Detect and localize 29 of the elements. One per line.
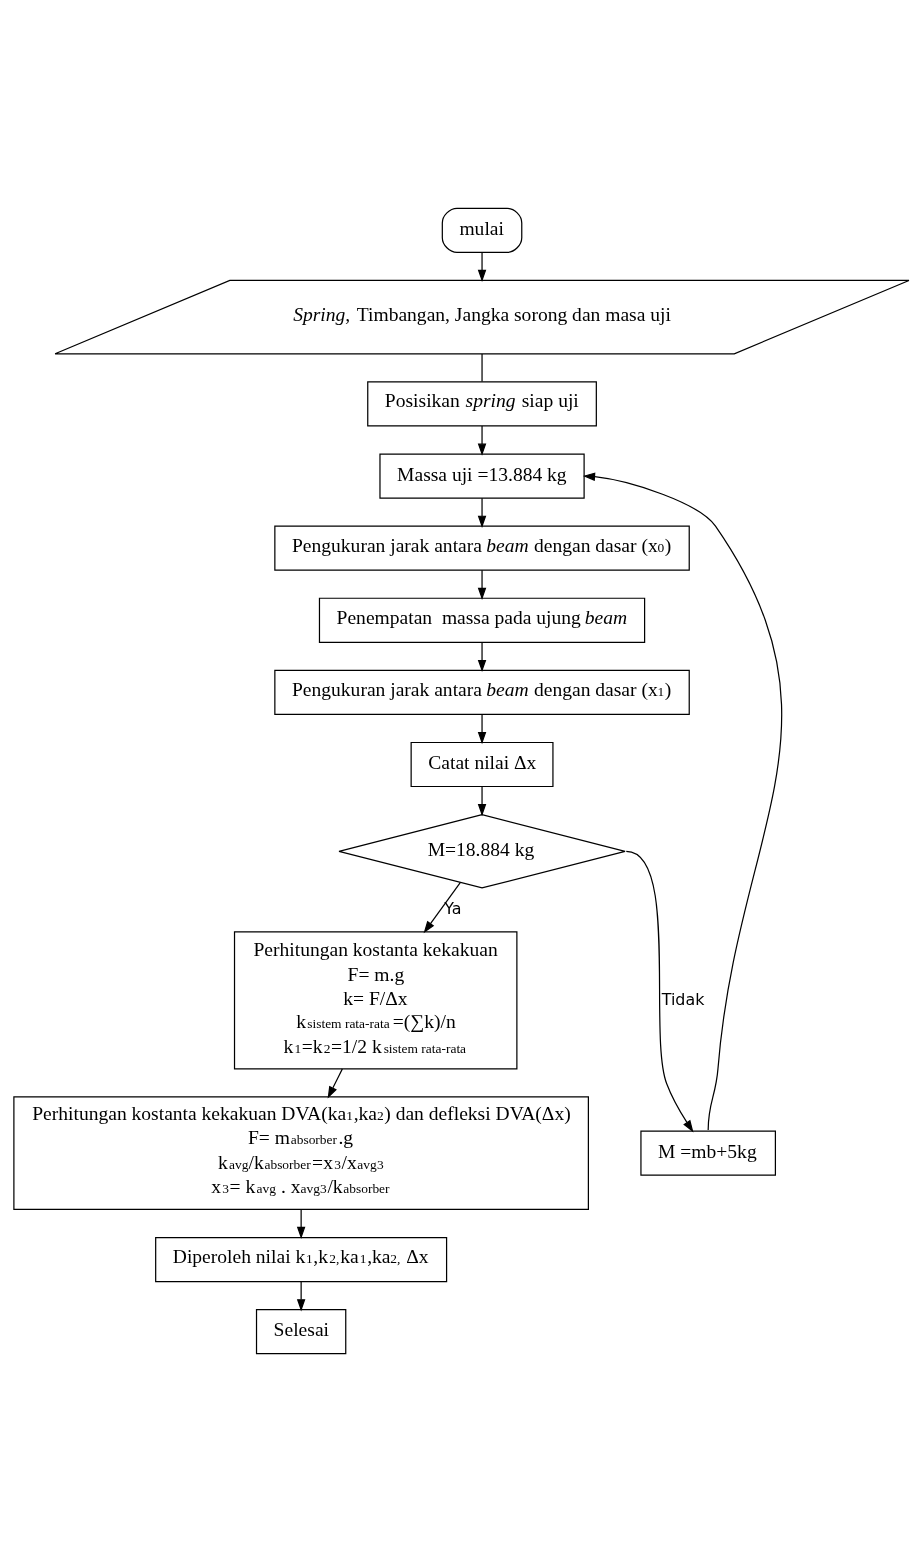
node-box: Selesai <box>255 1309 346 1355</box>
arrow <box>296 1209 305 1239</box>
arrow <box>477 251 486 283</box>
arrow <box>296 1281 305 1312</box>
node-box: mulai <box>441 207 522 253</box>
arrow <box>477 569 486 600</box>
node-box: Catat nilai Δx <box>410 741 554 788</box>
node-box: Pengukuran jarak antara beam dengan dasar (x0) <box>273 525 690 571</box>
edge-label: Ya <box>443 899 461 919</box>
arrow <box>423 881 461 934</box>
arrow <box>477 713 486 745</box>
node-box: Penempatan massa pada ujung beam <box>318 597 645 643</box>
node-box: Posisikan spring siap uji <box>366 381 597 427</box>
node-diamond: M=18.884 kg <box>337 814 626 889</box>
arrow <box>327 1068 343 1099</box>
connector <box>480 353 483 383</box>
arrow <box>477 497 486 528</box>
node-box: Perhitungan kostanta kekakuan F= m.g k= F/Δx ksistem rata-rata=(∑k)/n k1=k2=1/2 ksistem rata-rata <box>233 931 517 1070</box>
node-box: Massa uji =13.884 kg <box>378 453 585 499</box>
arrow <box>582 472 782 1131</box>
node-box: Pengukuran jarak antara beam dengan dasar (x1) <box>273 669 690 715</box>
edge-label: Tidak <box>661 989 704 1009</box>
node-box: Perhitungan kostanta kekakuan DVA(ka1,ka2) dan defleksi DVA(Δx) F= mabsorber.g kavg/kabsorber=x3/xavg3 x3= kavg . xavg3/kabsorber <box>12 1096 589 1211</box>
arrow <box>625 850 693 1133</box>
arrow <box>477 785 486 817</box>
node-box: Diperoleh nilai k1,k2,ka1,ka2, Δx <box>154 1236 447 1283</box>
node-box: M =mb+5kg <box>639 1130 776 1176</box>
arrow <box>477 641 486 673</box>
arrow <box>477 425 486 456</box>
